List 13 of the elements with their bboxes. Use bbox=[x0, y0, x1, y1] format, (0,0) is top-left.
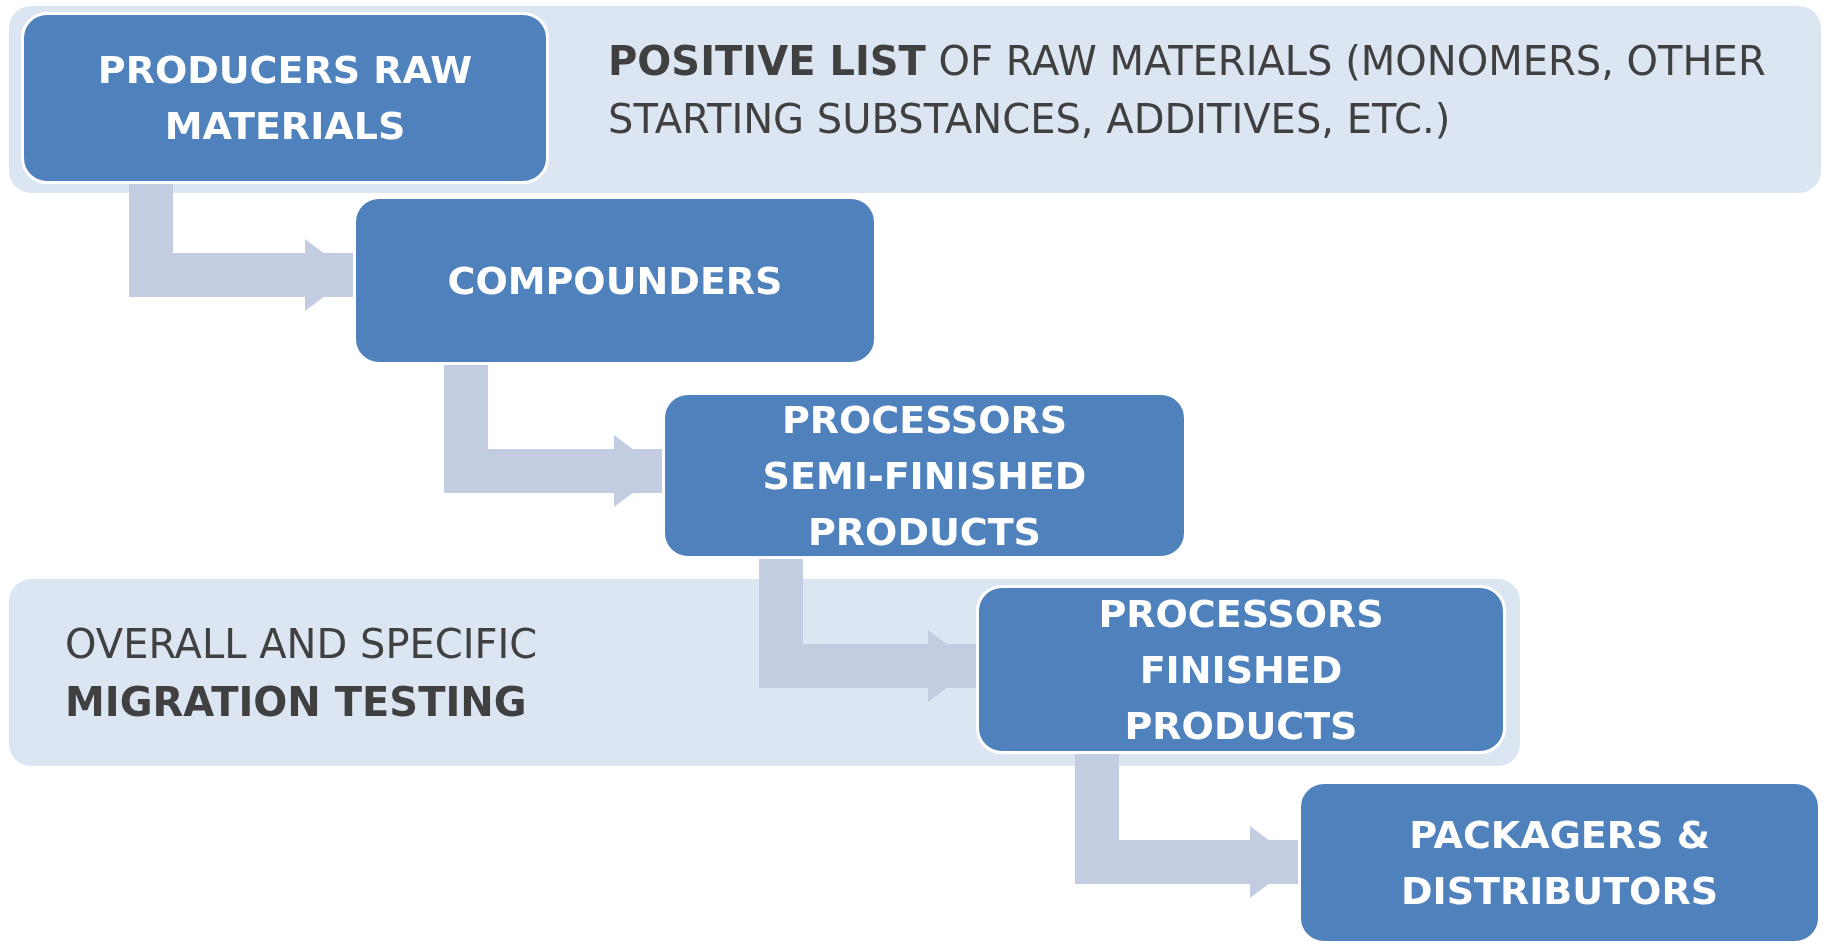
band-panel bbox=[9, 579, 1520, 766]
band-text: OVERALL AND SPECIFIC MIGRATION TESTING bbox=[65, 620, 539, 727]
stage-box: PROCESSORS SEMI-FINISHED PRODUCTS bbox=[662, 392, 1187, 559]
block-arrow bbox=[759, 559, 976, 702]
band-text: POSITIVE LIST OF RAW MATERIALS (MONOMERS, OTHER STARTING SUBSTANCES, ADDITIVES, ETC.) bbox=[608, 37, 1767, 144]
block-arrow bbox=[444, 365, 662, 507]
band-panel bbox=[9, 6, 1821, 193]
stage-box: PRODUCERS RAW MATERIALS bbox=[21, 12, 549, 184]
stage-box: COMPOUNDERS bbox=[353, 196, 877, 365]
stage-box: PROCESSORS FINISHED PRODUCTS bbox=[976, 585, 1506, 754]
stage-box: PACKAGERS & DISTRIBUTORS bbox=[1298, 781, 1821, 944]
block-arrow bbox=[1075, 754, 1298, 898]
block-arrow bbox=[129, 184, 353, 311]
